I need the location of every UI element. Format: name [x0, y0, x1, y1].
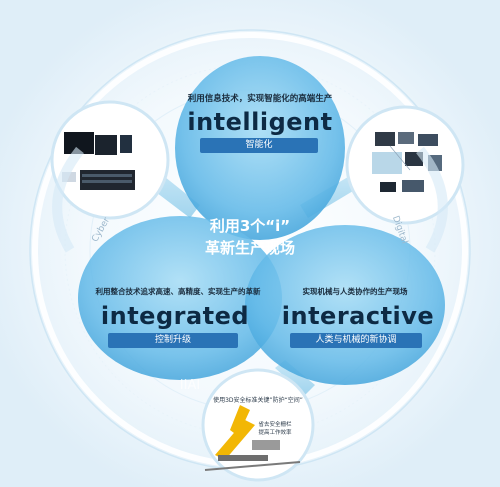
right-petal-subtitle: 实现机械与人类协作的生产现场 — [302, 287, 408, 296]
bottom-callout-line2: 省去安全栅栏 — [258, 422, 292, 428]
top-petal-subtitle: 利用信息技术，实现智能化的高端生产 — [187, 94, 333, 104]
center-line-1: 利用3个“i” — [209, 217, 291, 235]
right-petal-title: interactive — [281, 302, 435, 330]
bottom-callout-line1: 使用3D安全标准关键”防护“空间” — [213, 397, 303, 404]
top-petal-badge: 智能化 — [200, 138, 318, 153]
left-petal-badge: 控制升级 — [108, 333, 238, 348]
product-image-panel — [50, 100, 170, 220]
watermark-text: IIAI — [179, 378, 201, 393]
center-line-2: 革新生产现场 — [204, 239, 295, 257]
left-petal-subtitle: 利用整合技术追求高速、高精度、实现生产的革新 — [95, 287, 261, 296]
left-petal-title: integrated — [100, 302, 250, 330]
top-petal-title: intelligent — [187, 108, 333, 136]
bottom-callout-line3: 提高工作效率 — [258, 430, 292, 436]
center-text: 利用3个“i” 革新生产现场 — [190, 215, 310, 259]
robot-image-panel — [201, 368, 315, 482]
right-petal-badge: 人类与机械的新协调 — [290, 333, 422, 348]
